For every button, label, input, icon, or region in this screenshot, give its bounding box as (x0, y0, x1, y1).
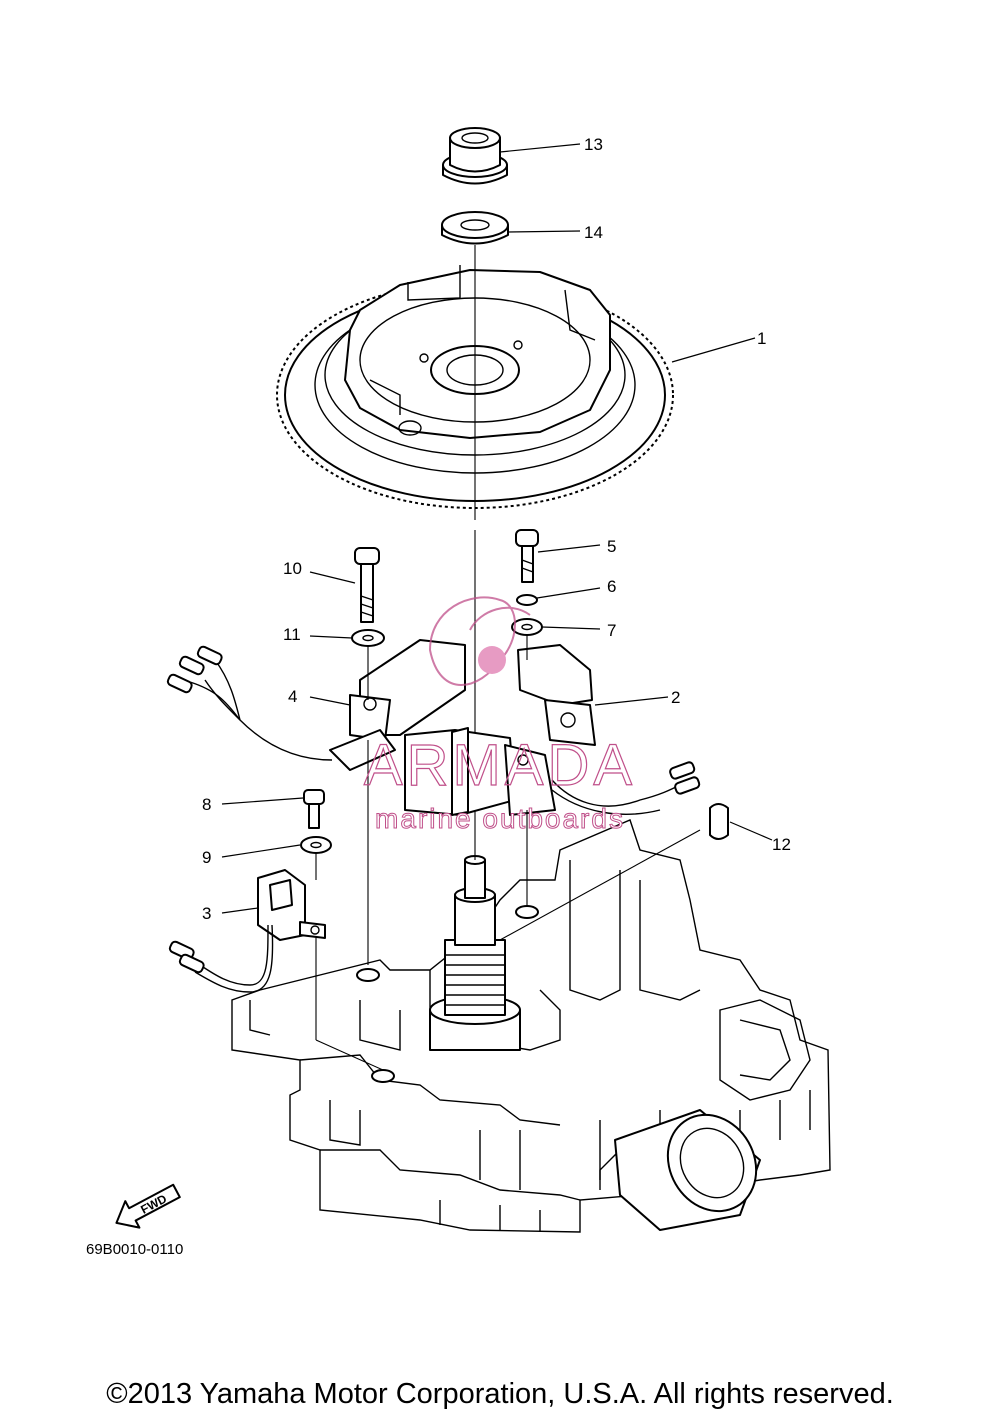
lock-washer-6 (516, 594, 538, 606)
washer-11 (351, 629, 385, 647)
stator-coil-assembly (329, 639, 596, 816)
callout-2: 2 (671, 688, 680, 707)
callout-leaders (221, 143, 773, 914)
fwd-arrow: FWD (115, 1183, 181, 1229)
oil-filter (614, 1109, 761, 1231)
callout-11: 11 (283, 625, 301, 644)
callout-12: 12 (772, 835, 791, 854)
flywheel-washer (441, 211, 509, 245)
watermark-logo (428, 596, 531, 686)
screw-8 (303, 789, 325, 829)
copyright-notice: ©2013 Yamaha Motor Corporation, U.S.A. A… (106, 1378, 894, 1410)
stator-wire-harness-right (551, 761, 701, 815)
boss-right (515, 905, 539, 919)
woodruff-key (709, 803, 729, 840)
callout-1: 1 (757, 329, 766, 348)
callout-5: 5 (607, 537, 616, 556)
watermark-tagline: marine outboards (375, 803, 625, 834)
flywheel-nut (442, 127, 508, 185)
stator-wire-harness-left (166, 645, 333, 761)
washer-7 (511, 618, 543, 636)
callout-7: 7 (607, 621, 616, 640)
watermark: ARMADA marine outboards (363, 596, 636, 835)
callout-8: 8 (202, 795, 211, 814)
callout-13: 13 (584, 135, 603, 154)
crankshaft (429, 855, 521, 1051)
callout-4: 4 (288, 687, 297, 706)
diagram-code: 69B0010-0110 (86, 1241, 184, 1258)
callout-14: 14 (584, 223, 603, 242)
watermark-name: ARMADA (364, 733, 636, 798)
bolt-5 (515, 529, 539, 583)
bolt-10 (354, 547, 380, 623)
washer-9 (300, 836, 332, 854)
callout-10: 10 (283, 559, 302, 578)
boss-left (356, 968, 380, 982)
pulser-coil (168, 869, 326, 993)
boss-bottom (371, 1069, 395, 1083)
callout-6: 6 (607, 577, 616, 596)
callout-numbers: 1 2 3 4 5 6 7 8 9 10 11 12 13 14 (202, 135, 791, 923)
callout-3: 3 (202, 904, 211, 923)
callout-9: 9 (202, 848, 211, 867)
